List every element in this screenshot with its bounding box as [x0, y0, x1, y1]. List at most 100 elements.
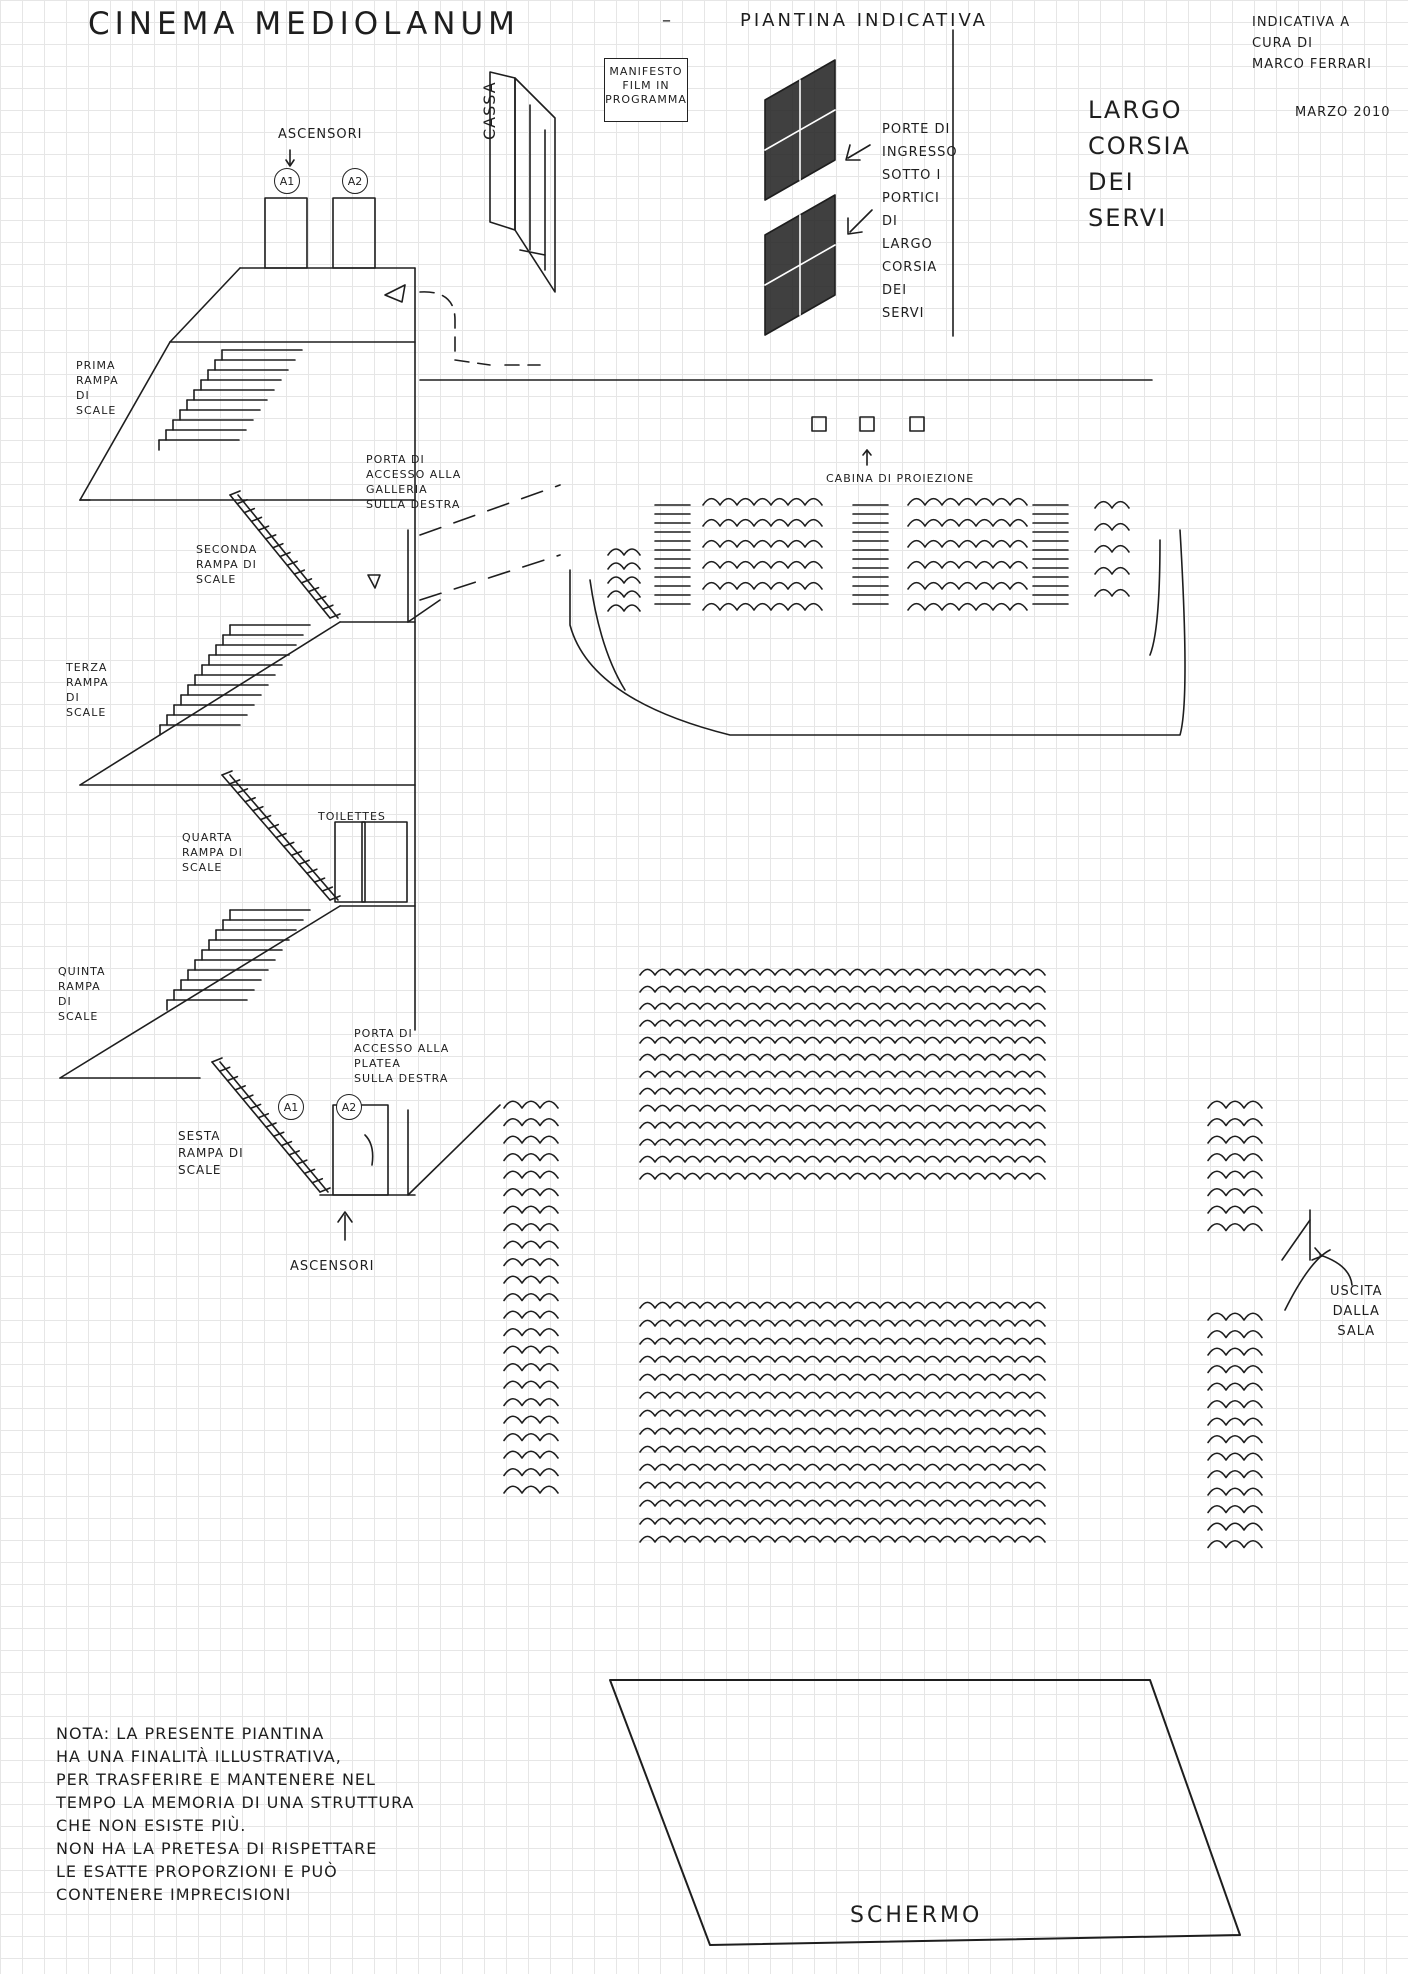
seat-row: [639, 1517, 1046, 1525]
stair-step: [322, 604, 334, 611]
seat-row: [1207, 1382, 1263, 1391]
stair-step: [321, 886, 334, 892]
gallery-door-label: Porta di accesso alla galleria sulla des…: [366, 453, 462, 511]
ascensori-top-label: Ascensori: [278, 127, 363, 142]
stair-step: [319, 1187, 331, 1193]
seat-row: [639, 1155, 1046, 1163]
seat-row: [1207, 1312, 1263, 1321]
lift-a1-badge: A1: [274, 168, 300, 194]
seat-row: [907, 602, 1028, 611]
seat-row: [503, 1327, 559, 1337]
stair-step: [293, 569, 306, 575]
seat-row: [503, 1380, 559, 1389]
seat-row: [503, 1135, 559, 1144]
seat-row: [1207, 1399, 1263, 1409]
stair-step: [267, 823, 280, 830]
stair-step: [259, 814, 272, 821]
seat-row: [639, 1301, 1046, 1309]
seat-row: [702, 560, 823, 569]
seat-row: [503, 1187, 559, 1197]
ticket-booth: [489, 71, 556, 293]
seat-row: [639, 1121, 1046, 1129]
seat-row: [639, 1463, 1046, 1471]
seat-row: [503, 1117, 559, 1127]
stair-step: [218, 1066, 231, 1073]
credit-date: Marzo 2010: [1295, 105, 1391, 120]
stair-step: [272, 1131, 285, 1138]
lift-a1-bottom-badge: A1: [278, 1094, 304, 1120]
seat-row: [639, 985, 1046, 993]
seat-row: [1207, 1205, 1263, 1214]
ascensori-bottom-label: Ascensori: [290, 1259, 375, 1274]
seat-row: [1094, 500, 1130, 509]
seat-row: [1207, 1187, 1263, 1197]
seat-row: [1207, 1152, 1263, 1162]
seat-row: [1207, 1522, 1263, 1531]
seat-row: [907, 518, 1028, 527]
seat-row: [639, 1172, 1046, 1180]
gallery-balcony: [569, 416, 1186, 736]
seat-row: [1207, 1539, 1263, 1549]
stair-step: [249, 1103, 262, 1110]
stalls-door-label: Porta di accesso alla platea sulla destr…: [354, 1027, 450, 1085]
seat-row: [503, 1205, 559, 1214]
seat-row: [639, 1391, 1046, 1399]
stair-step: [229, 490, 241, 496]
seat-row: [1207, 1170, 1263, 1179]
seat-row: [702, 518, 823, 527]
stair-step: [257, 1112, 270, 1119]
seat-row: [503, 1222, 559, 1232]
seat-row: [702, 497, 823, 506]
stair-step: [265, 1122, 277, 1128]
toilettes-label: Toilettes: [318, 810, 386, 823]
stair-step: [228, 779, 241, 785]
stair-step: [282, 841, 295, 848]
stair-step: [221, 770, 233, 776]
stair-step: [306, 868, 318, 875]
seat-row: [1094, 522, 1130, 531]
stair-step: [244, 796, 256, 803]
seat-row: [503, 1240, 559, 1249]
stair-step: [329, 613, 341, 619]
seat-row: [607, 562, 641, 570]
seat-row: [1207, 1100, 1263, 1109]
seat-row: [639, 1409, 1046, 1417]
seat-row: [1207, 1487, 1263, 1496]
stair-step: [226, 1075, 239, 1082]
stair-label-3: Terzarampadiscale: [66, 661, 109, 719]
lobby-floor: [169, 267, 541, 1031]
stair-step: [252, 805, 264, 812]
seat-row: [503, 1415, 559, 1424]
seat-row: [503, 1450, 559, 1459]
stair-label-2: Secondarampa discale: [196, 543, 258, 586]
seat-row: [639, 1337, 1046, 1345]
seat-row: [907, 581, 1028, 590]
seat-row: [503, 1485, 559, 1494]
entrance-doors-label: Porte di ingresso sotto i portici di Lar…: [882, 122, 958, 321]
stair-walls: [59, 341, 501, 1196]
seat-row: [639, 1499, 1046, 1507]
stair-step: [211, 1057, 223, 1063]
stair-step: [288, 1150, 300, 1156]
street-wall: [419, 29, 1153, 381]
stair-step: [296, 1159, 308, 1165]
stair-step: [279, 551, 291, 558]
seat-row: [1207, 1364, 1263, 1374]
title-separator: –: [662, 10, 674, 31]
gallery-corridor: [419, 484, 561, 601]
seat-row: [639, 1481, 1046, 1489]
stair-step: [250, 516, 263, 523]
stair-step: [307, 586, 320, 593]
seat-row: [639, 1087, 1046, 1095]
lift-a2-bottom-badge: A2: [336, 1094, 362, 1120]
seat-row: [503, 1292, 559, 1302]
page-title: Cinema Mediolanum: [88, 6, 520, 42]
seat-row: [639, 1104, 1046, 1112]
stair-step: [243, 507, 256, 514]
seat-row: [503, 1310, 559, 1319]
stair-step: [234, 1085, 246, 1091]
seat-row: [702, 539, 823, 548]
seat-row: [639, 1319, 1046, 1327]
stair-icon: [158, 349, 341, 1193]
